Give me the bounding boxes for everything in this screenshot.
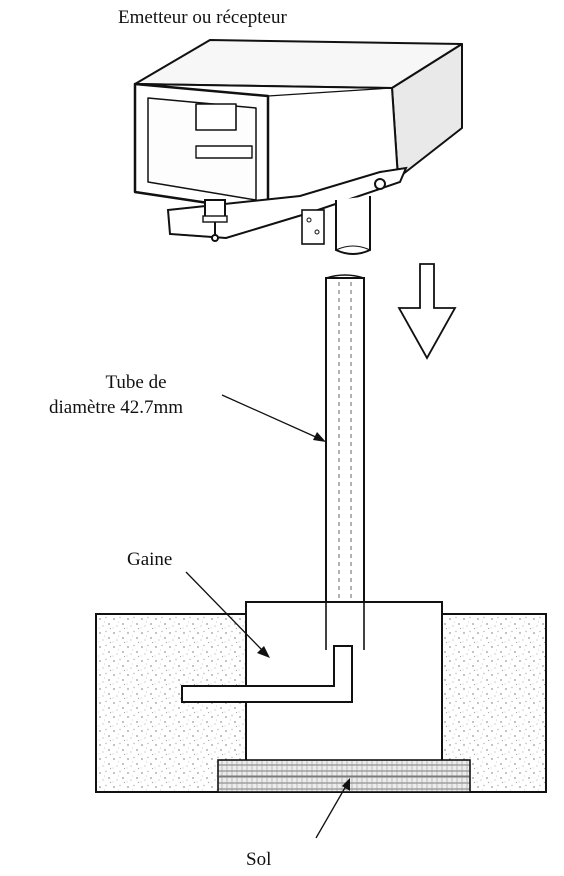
tube-label-line2: diamètre 42.7mm	[48, 397, 184, 418]
device-mount-bracket	[166, 166, 408, 255]
arrow-pointer-icon	[185, 394, 350, 839]
cable-sheath	[181, 645, 353, 703]
tube-label-line1: Tube de	[105, 372, 167, 393]
arrow-down-outline-icon	[397, 263, 457, 360]
sheath-label: Gaine	[127, 549, 173, 570]
ground-label: Sol	[246, 849, 272, 870]
pole-tube	[325, 274, 365, 603]
device-housing	[133, 39, 463, 214]
device-label: Emetteur ou récepteur	[118, 7, 287, 28]
